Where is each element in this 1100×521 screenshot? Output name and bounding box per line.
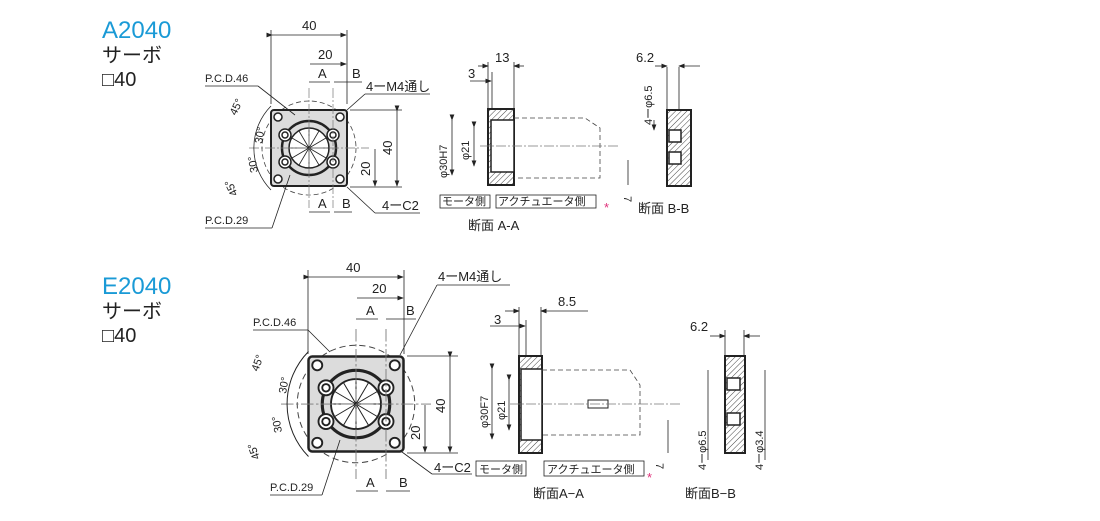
section-b-top: B — [406, 303, 415, 318]
dim-height: 40 — [433, 399, 448, 413]
dim-half: 20 — [372, 281, 386, 296]
section-bb-view: 6.2 4ーφ6.5 断面 B-B — [636, 50, 700, 216]
dim-hole: 4ーφ6.5 — [697, 430, 709, 470]
asterisk-mark: * — [647, 470, 652, 485]
actuator-side-label: アクチュエータ側 — [498, 195, 585, 208]
section-bb-view: 6.2 4ーφ6.5 4ーφ3.4 断面B−B — [685, 319, 766, 501]
motor-side-label: モータ側 — [442, 195, 486, 208]
section-b-top: B — [352, 66, 361, 81]
chamfer-label: 4ーC2 — [382, 198, 419, 213]
section-a-top: A — [366, 303, 375, 318]
motor-type: サーボ — [102, 44, 162, 67]
dim-half: 20 — [318, 47, 332, 62]
dim-half-height: 20 — [358, 162, 373, 176]
pcd-inner-label: P.C.D.29 — [270, 482, 313, 494]
section-aa-title: 断面A−A — [533, 486, 584, 501]
section-a-bottom: A — [366, 475, 375, 490]
angle-45-top: 45° — [250, 353, 267, 373]
dim-step: 3 — [468, 66, 475, 81]
angle-45-top: 45° — [228, 97, 246, 117]
angle-30-top: 30° — [253, 126, 268, 144]
dim-bore: φ30F7 — [479, 396, 491, 428]
dim-width: 40 — [346, 260, 360, 275]
section-bb-title: 断面 B-B — [638, 201, 689, 216]
section-aa-view: 13 3 φ30H7 φ21 7 モータ側 アクチュエータ側 * 断面 A-A — [438, 50, 633, 233]
dim-bore: φ30H7 — [438, 145, 450, 178]
block-a2040: A2040 サーボ □40 40 20 A B A B P.C.D.46 P.C… — [102, 17, 700, 233]
dim-thickness-bb: 6.2 — [636, 50, 654, 65]
angle-45-bottom: 45° — [246, 441, 263, 461]
section-a-bottom: A — [318, 196, 327, 211]
block-e2040: E2040 サーボ □40 40 20 A B A B P.C.D.46 P.C… — [102, 260, 766, 501]
dim-width: 40 — [302, 18, 316, 33]
front-view: 40 20 A B A B P.C.D.46 P.C.D.29 4ーM4通し 4… — [205, 18, 430, 229]
asterisk-mark: * — [604, 200, 609, 215]
dim-thickness: 8.5 — [558, 294, 576, 309]
angle-30-bottom: 30° — [270, 415, 285, 433]
tap-label: 4ーM4通し — [438, 269, 502, 284]
chamfer-label: 4ーC2 — [434, 460, 471, 475]
tap-label: 4ーM4通し — [366, 79, 430, 94]
dim-hole-small: 4ーφ3.4 — [754, 430, 766, 470]
dim-inner: φ21 — [496, 401, 508, 420]
dim-thickness-bb: 6.2 — [690, 319, 708, 334]
dim-offset: 7 — [621, 196, 633, 202]
dim-thickness: 13 — [495, 50, 509, 65]
model-name: E2040 — [102, 273, 171, 300]
pcd-outer-label: P.C.D.46 — [205, 73, 248, 85]
motor-type: サーボ — [102, 300, 162, 323]
angle-45-bottom: 45° — [223, 178, 241, 198]
front-view: 40 20 A B A B P.C.D.46 P.C.D.29 4ーM4通し 4… — [246, 260, 510, 496]
actuator-side-label: アクチュエータ側 — [547, 463, 634, 476]
pcd-inner-label: P.C.D.29 — [205, 215, 248, 227]
pcd-outer-label: P.C.D.46 — [253, 317, 296, 329]
angle-30-bottom: 30° — [246, 155, 261, 173]
section-bb-title: 断面B−B — [685, 486, 736, 501]
dim-height: 40 — [380, 141, 395, 155]
section-aa-view: 8.5 3 φ30F7 φ21 7 モータ側 アクチュエータ側 * 断面A−A — [475, 294, 680, 501]
section-b-bottom: B — [342, 196, 351, 211]
dim-offset: 7 — [653, 463, 665, 469]
frame-size: □40 — [102, 69, 136, 91]
dim-inner: φ21 — [460, 141, 472, 160]
motor-side-label: モータ側 — [479, 463, 523, 476]
frame-size: □40 — [102, 325, 136, 347]
angle-30-top: 30° — [277, 376, 292, 394]
section-a-top: A — [318, 66, 327, 81]
dim-half-height: 20 — [408, 426, 423, 440]
model-name: A2040 — [102, 17, 171, 44]
section-aa-title: 断面 A-A — [468, 218, 520, 233]
section-b-bottom: B — [399, 475, 408, 490]
dim-step: 3 — [494, 312, 501, 327]
dim-hole: 4ーφ6.5 — [643, 85, 655, 125]
